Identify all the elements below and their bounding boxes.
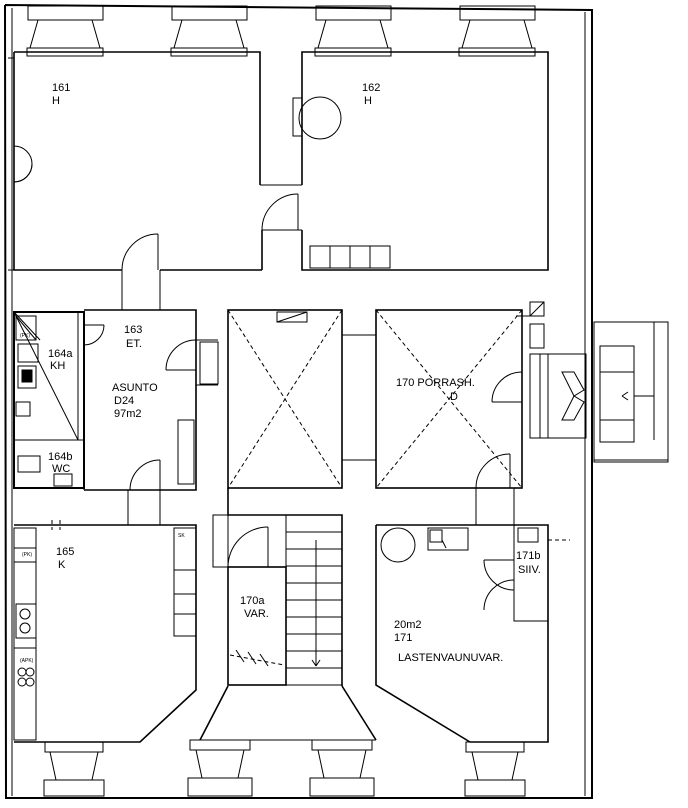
stair-shafts <box>227 301 545 489</box>
room-165-number: 165 <box>56 546 74 558</box>
room-163-code: ET. <box>126 338 142 350</box>
room-labels: 161 H 162 H 163 ET. 164a KH 164b WC ASUN… <box>20 82 541 664</box>
room-164a-164b <box>13 311 105 489</box>
room-170-code: D <box>450 391 458 403</box>
entrance-stair <box>529 321 669 463</box>
apartment-id: D24 <box>114 395 134 407</box>
room-165 <box>13 490 197 743</box>
room-171b-code: SIIV. <box>518 564 541 576</box>
fixture-tag-sk: SK <box>178 533 185 539</box>
room-161-code: H <box>52 95 60 107</box>
room-162-number: 162 <box>362 82 380 94</box>
room-165-code: K <box>58 559 66 571</box>
room-170-label: 170 PORRASH. <box>396 377 475 389</box>
room-164b-code: WC <box>52 463 70 475</box>
room-171-number: 171 <box>394 632 412 644</box>
room-163-number: 163 <box>124 324 142 336</box>
room-164a-code: KH <box>50 360 65 372</box>
room-171-code: LASTENVAUNUVAR. <box>398 652 503 664</box>
apartment-area: 97m2 <box>114 408 142 420</box>
room-171-area: 20m2 <box>394 619 422 631</box>
room-161-number: 161 <box>52 82 70 94</box>
room-163 <box>83 309 219 491</box>
fixture-tag-apk: (APK) <box>20 658 34 664</box>
room-170a-code: VAR. <box>244 608 269 620</box>
top-windows <box>26 5 536 57</box>
apartment-label: ASUNTO <box>112 382 158 394</box>
room-162-code: H <box>364 95 372 107</box>
room-162 <box>292 51 549 271</box>
room-164b-number: 164b <box>48 451 72 463</box>
bottom-windows <box>43 739 526 797</box>
room-164a-number: 164a <box>48 348 73 360</box>
room-170a <box>227 526 287 686</box>
room-171b-number: 171b <box>516 550 540 562</box>
central-staircase <box>199 488 377 741</box>
fixture-tag-pk-bath: (PK) <box>20 333 30 339</box>
fixture-tag-pk-kitchen: (PK) <box>22 552 32 558</box>
exterior-walls <box>4 4 593 799</box>
room-171 <box>375 453 570 743</box>
room-170a-number: 170a <box>240 595 265 607</box>
